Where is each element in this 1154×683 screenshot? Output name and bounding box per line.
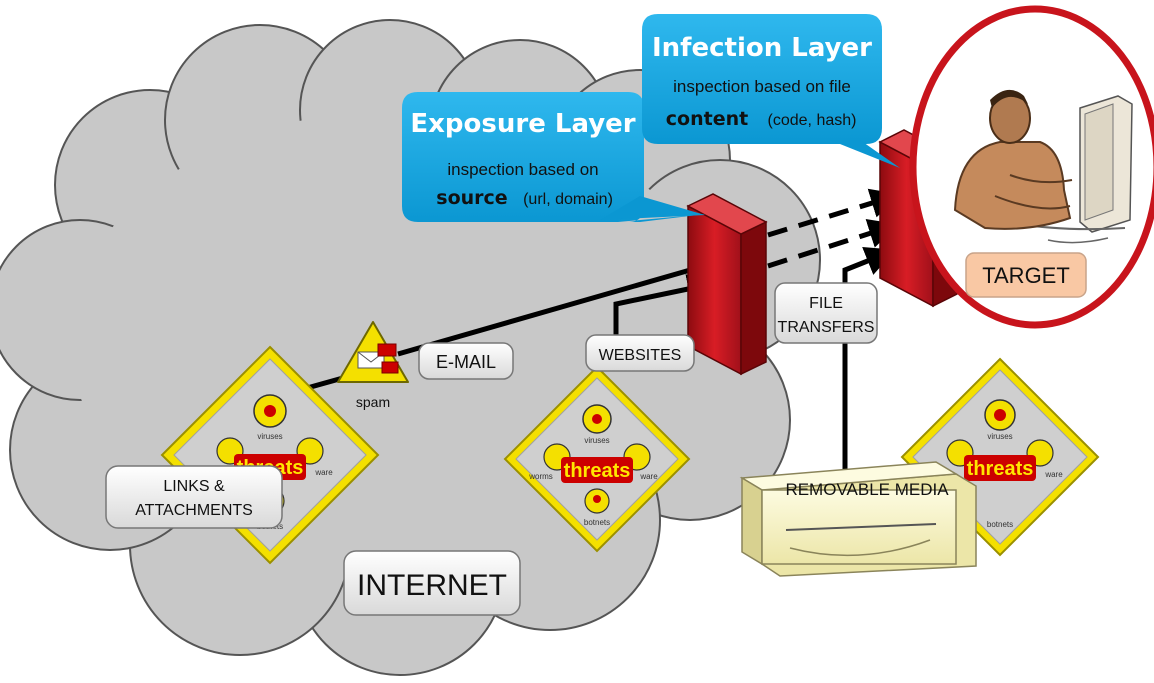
spam-label: spam bbox=[356, 394, 390, 410]
infection-layer-keyword: content bbox=[666, 108, 748, 130]
exposure-firewall-wall bbox=[686, 193, 768, 376]
badge-center-bottom: botnets bbox=[584, 518, 610, 527]
badge-left-right: ware bbox=[314, 468, 333, 477]
file-transfers-line1: FILE bbox=[809, 295, 843, 312]
infection-layer-callout: Infection Layer inspection based on file… bbox=[642, 14, 900, 168]
spam-warning-icon: spam bbox=[337, 321, 409, 410]
internet-pill: INTERNET bbox=[343, 550, 521, 616]
media-path-arrow bbox=[842, 246, 896, 470]
target-label-box: TARGET bbox=[965, 252, 1087, 298]
dashed-arrow-2 bbox=[767, 219, 899, 269]
badge-left-top: viruses bbox=[257, 432, 282, 441]
removable-media-label: REMOVABLE MEDIA bbox=[785, 480, 949, 499]
badge-center-center: threats bbox=[564, 460, 631, 482]
links-attachments-pill: LINKS & ATTACHMENTS bbox=[105, 465, 283, 529]
infection-layer-detail: (code, hash) bbox=[768, 112, 857, 129]
badge-right-top: viruses bbox=[987, 432, 1012, 441]
file-transfers-line2: TRANSFERS bbox=[778, 319, 875, 336]
exposure-layer-callout: Exposure Layer inspection based on sourc… bbox=[402, 92, 706, 222]
exposure-layer-title: Exposure Layer bbox=[410, 109, 635, 139]
websites-label: WEBSITES bbox=[599, 347, 682, 364]
badge-center-top: viruses bbox=[584, 436, 609, 445]
email-pill: E-MAIL bbox=[418, 342, 514, 380]
exposure-layer-keyword: source bbox=[436, 187, 507, 209]
badge-center-right: ware bbox=[639, 472, 658, 481]
badge-right-right: ware bbox=[1044, 470, 1063, 479]
exposure-layer-detail: (url, domain) bbox=[523, 191, 613, 208]
badge-right-bottom: botnets bbox=[987, 520, 1013, 529]
websites-pill: WEBSITES bbox=[585, 334, 695, 372]
exposure-layer-line1: inspection based on bbox=[447, 160, 598, 179]
infection-layer-line1: inspection based on file bbox=[673, 77, 851, 96]
person-at-computer-icon bbox=[953, 89, 1133, 244]
email-path-arrow bbox=[397, 254, 724, 357]
threat-badge-center: viruses threats worms ware botnets bbox=[503, 365, 691, 553]
badge-center-left: worms bbox=[528, 472, 553, 481]
dashed-arrow-1 bbox=[767, 188, 901, 238]
removable-media-drive: REMOVABLE MEDIA bbox=[739, 461, 977, 577]
links-line1: LINKS & bbox=[163, 478, 225, 495]
internet-label: INTERNET bbox=[357, 569, 507, 602]
badge-right-center: threats bbox=[967, 458, 1034, 480]
links-line2: ATTACHMENTS bbox=[135, 502, 253, 519]
infection-layer-title: Infection Layer bbox=[652, 33, 872, 63]
file-transfers-pill: FILE TRANSFERS bbox=[774, 282, 878, 344]
email-label: E-MAIL bbox=[436, 352, 496, 372]
target-label: TARGET bbox=[982, 263, 1070, 288]
